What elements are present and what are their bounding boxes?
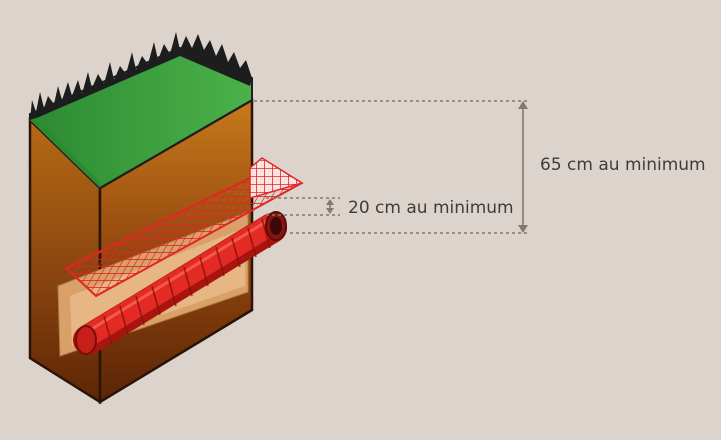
dimension-arrowheads [326,101,528,233]
dimension-lines [254,100,530,234]
grass-blades [30,32,252,120]
corrugated-pipe [73,211,287,355]
grass-front-edge [30,118,100,188]
warning-mesh-sheet [249,157,304,199]
total-depth-label: 65 cm au minimum [540,155,706,175]
mesh-offset-label: 20 cm au minimum [348,198,514,218]
